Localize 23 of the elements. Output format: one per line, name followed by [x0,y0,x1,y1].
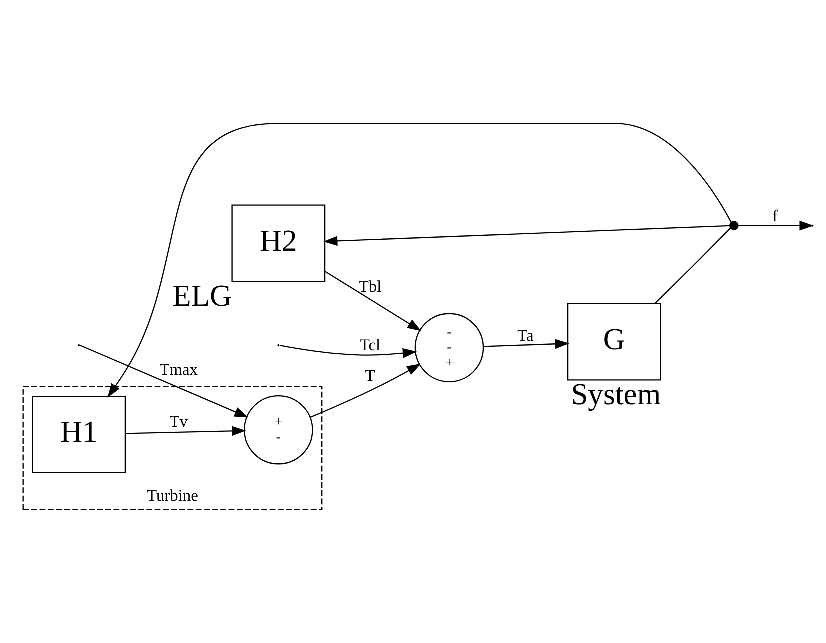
arrow [125,426,246,436]
arrow [80,345,248,418]
node-box: H1 [32,396,126,474]
arrow [324,271,422,332]
edge-label: Ta [517,326,534,346]
node-circle: + - [244,395,313,465]
arrow [483,339,570,350]
edge-label: Tv [169,412,188,431]
node-box: G [566,303,661,381]
edge-label: f [772,206,778,226]
node-circle [728,221,738,231]
node-circle: - - + [414,313,484,383]
arrow [310,364,421,418]
connector [654,228,731,304]
edge-label: Tcl [359,335,380,354]
edge-label: Tmax [159,360,198,380]
edge-label: T [364,366,375,386]
node-label: ELG [172,279,232,314]
node-box: H2 [231,204,326,282]
arrow [323,225,730,246]
arrow [107,123,732,398]
arrow [279,345,417,358]
edge-label: Tbl [358,276,382,296]
